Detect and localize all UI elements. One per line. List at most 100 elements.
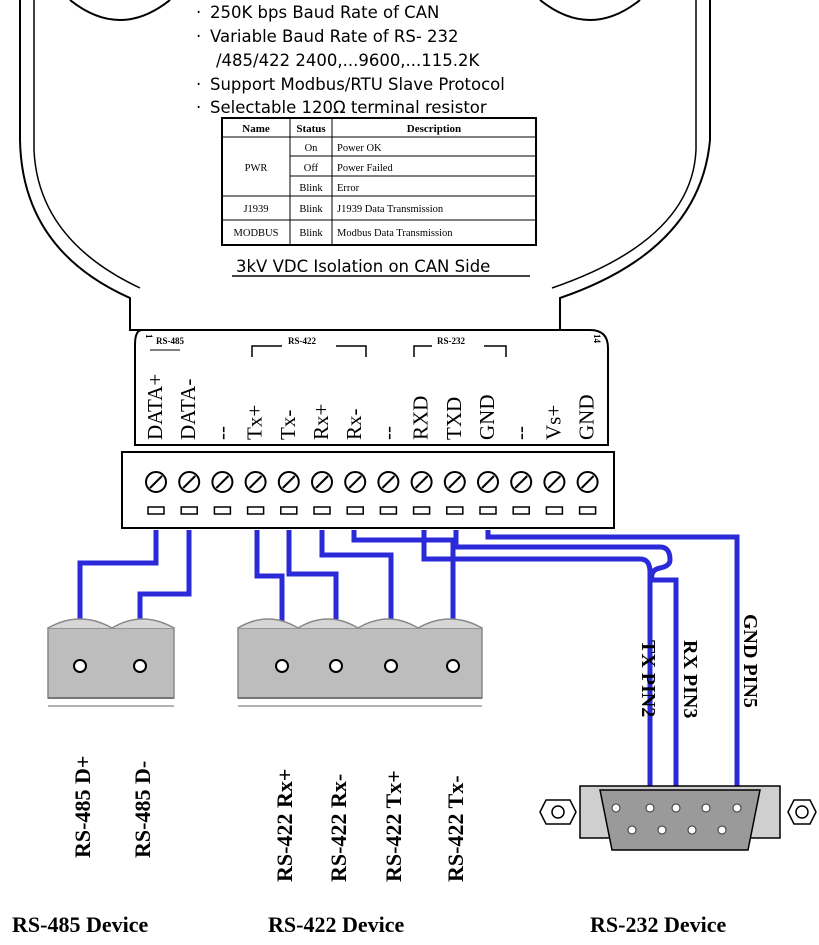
terminal-pin-label: GND (575, 395, 599, 441)
terminal-clamp (147, 506, 165, 515)
table-header: Status (296, 123, 326, 135)
terminal-hole (133, 659, 147, 673)
terminal-pin-label: Vs+ (541, 405, 565, 440)
terminal-clamp (213, 506, 232, 515)
device-caption-rs422: RS-422 Device (268, 912, 404, 937)
rs485-connector (47, 618, 175, 707)
standoff-left (551, 805, 565, 819)
screw-slot (580, 475, 595, 489)
label-rs422-txplus: RS-422 Tx+ (381, 770, 406, 882)
table-cell: Blink (299, 183, 323, 194)
feature-line: Support Modbus/RTU Slave Protocol (210, 75, 505, 94)
terminal-clamp (280, 506, 298, 515)
device-caption-rs232: RS-232 Device (590, 912, 726, 937)
rs485-labels: RS-485 D+ RS-485 D- (70, 756, 155, 858)
label-rs232-rx-pin3: RX PIN3 (679, 640, 701, 718)
screw-slot (149, 475, 163, 489)
terminal-hole (275, 659, 289, 673)
table-cell: Modbus Data Transmission (337, 228, 453, 239)
terminal-clamp (412, 506, 431, 515)
group-label-rs485: RS-485 (156, 336, 185, 346)
wire-rs422-txplus (319, 530, 394, 666)
screw-slot (348, 475, 362, 489)
terminal-clamp (578, 506, 597, 515)
terminal-label-block: RS-485 RS-422 RS-232 1 14 DATA+DATA---Tx… (134, 329, 609, 446)
device-caption-rs485: RS-485 Device (12, 912, 148, 937)
terminal-hole (384, 659, 398, 673)
terminal-pin-label: -- (209, 426, 233, 440)
terminal-pin-label: DATA- (176, 379, 200, 440)
terminal-pin-label: Rx+ (309, 404, 333, 440)
screw-slot (414, 475, 429, 489)
table-cell: Blink (299, 204, 323, 215)
feature-bullet: · (196, 98, 201, 117)
feature-line: 250K bps Baud Rate of CAN (210, 3, 439, 22)
label-rs422-txminus: RS-422 Tx- (443, 775, 468, 882)
feature-line: Selectable 120Ω terminal resistor (210, 98, 487, 117)
wire-rs232-txd (453, 530, 679, 808)
rs232-labels: TX PIN2 RX PIN3 GND PIN5 (637, 614, 761, 718)
label-rs485-dminus: RS-485 D- (130, 761, 155, 858)
table-cell: PWR (245, 163, 268, 174)
label-rs422-rxminus: RS-422 Rx- (326, 774, 351, 882)
group-label-rs232: RS-232 (437, 336, 466, 346)
table-cell: Off (304, 163, 319, 174)
group-label-rs422: RS-422 (288, 336, 317, 346)
table-cell: Power OK (337, 143, 382, 154)
terminal-pin-label: TXD (442, 397, 466, 440)
terminal-block (121, 451, 615, 529)
table-cell: Blink (299, 228, 323, 239)
wire-rs232-gnd (485, 530, 740, 808)
table-cell: Error (337, 183, 360, 194)
screw-slot (282, 475, 296, 489)
table-cell: On (305, 143, 319, 154)
screw-slot (547, 475, 562, 489)
screw-slot (448, 475, 462, 489)
label-rs485-dplus: RS-485 D+ (70, 756, 95, 858)
label-rs232-tx-pin2: TX PIN2 (637, 640, 659, 717)
terminal-pin-label: GND (475, 395, 499, 441)
terminal-clamp (446, 506, 464, 515)
table-cell: Power Failed (337, 163, 393, 174)
terminal-pin-label: Tx+ (243, 405, 267, 440)
screw-slot (248, 475, 263, 489)
screw-slot (381, 475, 396, 489)
isolation-note: 3kV VDC Isolation on CAN Side (236, 257, 490, 276)
terminal-hole (73, 659, 87, 673)
terminal-clamp (346, 506, 364, 515)
table-cell: MODBUS (234, 228, 279, 239)
feature-bullet: · (196, 75, 201, 94)
terminal-pin-label: Tx- (276, 410, 300, 440)
wire-rs485-dplus (77, 530, 159, 666)
wire-rs422-txminus (351, 530, 456, 666)
terminal-clamp (479, 506, 497, 515)
table-cell: J1939 Data Transmission (337, 204, 444, 215)
feature-list: · 250K bps Baud Rate of CAN · Variable B… (196, 3, 505, 117)
standoff-right (795, 805, 809, 819)
feature-bullet: · (196, 27, 201, 46)
mount-tab-left (69, 0, 171, 21)
terminal-clamp (180, 506, 198, 515)
label-rs232-gnd-pin5: GND PIN5 (739, 614, 761, 708)
terminal-pin-label: Rx- (342, 408, 366, 440)
label-rs422-rxplus: RS-422 Rx+ (272, 769, 297, 882)
feature-line: Variable Baud Rate of RS- 232 (210, 27, 459, 46)
feature-bullet: · (196, 3, 201, 22)
table-header: Name (242, 123, 270, 135)
mount-tab-right (539, 0, 641, 21)
table-cell: J1939 (243, 204, 268, 215)
rs422-labels: RS-422 Rx+ RS-422 Rx- RS-422 Tx+ RS-422 … (272, 769, 468, 882)
feature-line: /485/422 2400,...9600,...115.2K (216, 51, 481, 70)
pin-number-1: 1 (144, 334, 154, 339)
screw-slot (182, 475, 196, 489)
table-header: Description (407, 123, 461, 135)
terminal-hole (446, 659, 460, 673)
terminal-clamp (313, 506, 331, 515)
terminal-clamp (512, 506, 530, 515)
wires (77, 530, 740, 808)
terminal-clamp (545, 506, 564, 515)
wire-rs232-rxd (421, 530, 653, 808)
terminal-pin-label: -- (375, 426, 399, 440)
